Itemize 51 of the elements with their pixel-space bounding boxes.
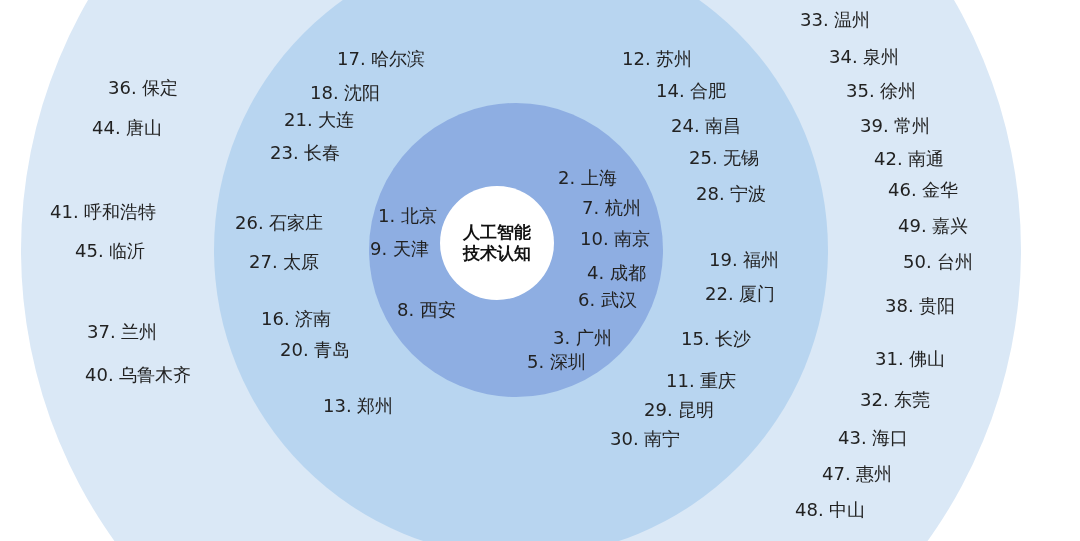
city-label: 25. 无锡	[689, 147, 760, 169]
city-label: 3. 广州	[553, 327, 612, 349]
city-label: 7. 杭州	[582, 197, 641, 219]
city-label: 20. 青岛	[280, 339, 351, 361]
city-label: 35. 徐州	[846, 80, 917, 102]
city-label: 15. 长沙	[681, 328, 752, 350]
city-label: 44. 唐山	[92, 117, 163, 139]
city-label: 48. 中山	[795, 499, 866, 521]
city-label: 38. 贵阳	[885, 295, 956, 317]
city-label: 24. 南昌	[671, 115, 742, 137]
city-label: 31. 佛山	[875, 348, 946, 370]
city-label: 47. 惠州	[822, 463, 893, 485]
city-label: 45. 临沂	[75, 240, 146, 262]
city-label: 5. 深圳	[527, 351, 586, 373]
city-label: 4. 成都	[587, 262, 646, 284]
city-label: 23. 长春	[270, 142, 341, 164]
city-label: 2. 上海	[558, 167, 617, 189]
city-label: 37. 兰州	[87, 321, 158, 343]
city-label: 11. 重庆	[666, 370, 737, 392]
city-label: 16. 济南	[261, 308, 332, 330]
city-label: 13. 郑州	[323, 395, 394, 417]
city-label: 8. 西安	[397, 299, 456, 321]
city-label: 40. 乌鲁木齐	[85, 364, 192, 386]
city-label: 41. 呼和浩特	[50, 201, 157, 223]
city-label: 34. 泉州	[829, 46, 900, 68]
city-label: 32. 东莞	[860, 389, 931, 411]
city-label: 27. 太原	[249, 251, 320, 273]
city-label: 46. 金华	[888, 179, 959, 201]
city-label: 12. 苏州	[622, 48, 693, 70]
city-label: 28. 宁波	[696, 183, 767, 205]
city-label: 17. 哈尔滨	[337, 48, 426, 70]
city-label: 49. 嘉兴	[898, 215, 969, 237]
city-label: 36. 保定	[108, 77, 179, 99]
city-label: 1. 北京	[378, 205, 437, 227]
city-label: 19. 福州	[709, 249, 780, 271]
city-label: 29. 昆明	[644, 399, 715, 421]
city-label: 43. 海口	[838, 427, 909, 449]
city-label: 26. 石家庄	[235, 212, 324, 234]
city-label: 33. 温州	[800, 9, 871, 31]
city-label: 21. 大连	[284, 109, 355, 131]
city-label: 22. 厦门	[705, 283, 776, 305]
center-title: 人工智能技术认知	[461, 222, 532, 264]
city-label: 14. 合肥	[656, 80, 727, 102]
city-label: 39. 常州	[860, 115, 931, 137]
city-label: 6. 武汉	[578, 289, 637, 311]
city-label: 9. 天津	[370, 238, 429, 260]
city-label: 18. 沈阳	[310, 82, 381, 104]
city-label: 50. 台州	[903, 251, 974, 273]
city-label: 10. 南京	[580, 228, 651, 250]
city-label: 30. 南宁	[610, 428, 681, 450]
city-label: 42. 南通	[874, 148, 945, 170]
